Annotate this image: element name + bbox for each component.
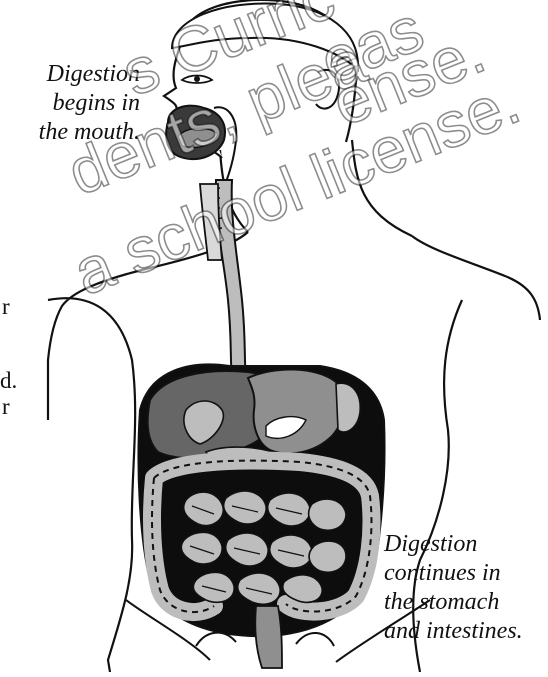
cropped-text-fragment: r — [2, 394, 10, 420]
caption-stomach-line: and intestines. — [384, 617, 523, 646]
pupil — [194, 76, 200, 82]
caption-mouth: Digestion begins in the mouth. — [0, 60, 140, 147]
caption-mouth-line: the mouth. — [0, 118, 140, 147]
cropped-text-fragment: d. — [0, 368, 17, 394]
rectum — [255, 606, 282, 668]
caption-mouth-line: Digestion — [0, 60, 140, 89]
caption-mouth-line: begins in — [0, 89, 140, 118]
neck-outline — [220, 140, 412, 236]
caption-stomach: Digestion continues in the stomach and i… — [384, 530, 523, 646]
caption-stomach-line: Digestion — [384, 530, 523, 559]
caption-stomach-line: continues in — [384, 559, 523, 588]
esophagus — [216, 180, 246, 380]
trachea — [200, 184, 222, 260]
cropped-text-fragment: r — [2, 294, 10, 320]
caption-stomach-line: the stomach — [384, 588, 523, 617]
